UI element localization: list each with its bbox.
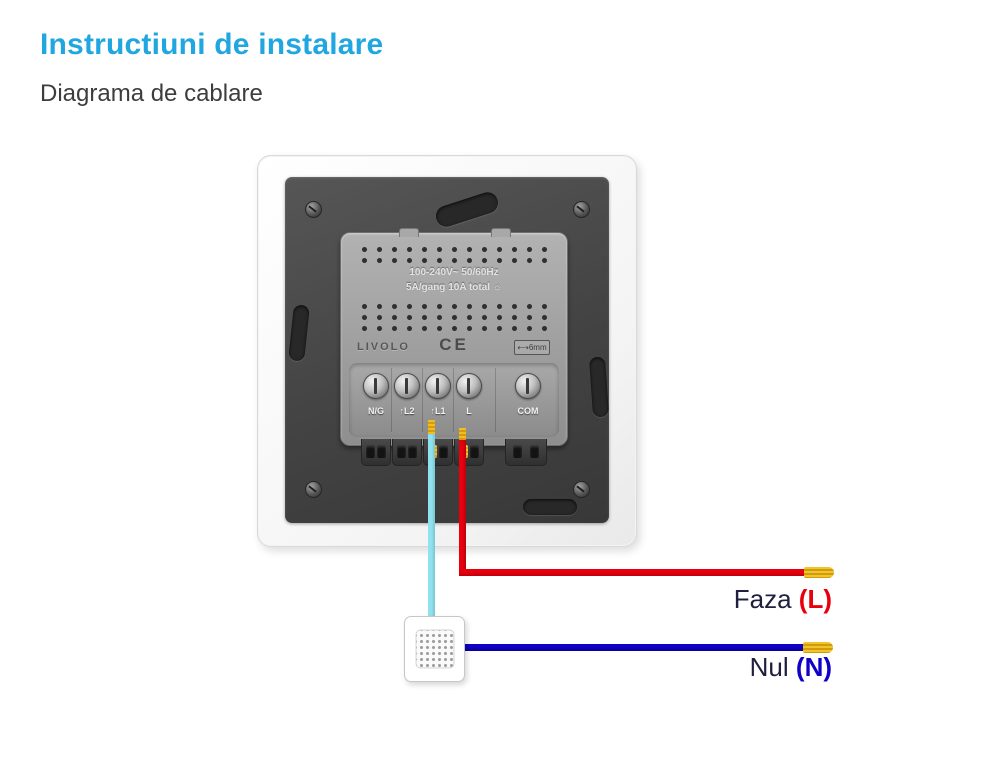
live-wire-vertical [459, 440, 466, 576]
screw-icon [573, 481, 590, 498]
connector-block [361, 439, 391, 466]
switch-module: 100-240V~ 50/60Hz 5A/gang 10A total ☼ LI… [340, 228, 568, 446]
rating-text: 100-240V~ 50/60Hz 5A/gang 10A total ☼ [341, 265, 567, 295]
live-symbol: (L) [798, 584, 832, 614]
terminal-l2: ↑L2 [392, 371, 422, 431]
stripped-end [428, 420, 435, 436]
terminal-screw-icon [456, 373, 482, 399]
terminal-l: L [454, 371, 484, 431]
load-wire [428, 434, 435, 620]
terminal-com: COM [513, 371, 543, 431]
wire-hole [513, 445, 522, 458]
terminal-label: COM [517, 406, 539, 416]
screw-icon [305, 481, 322, 498]
terminal-screw-icon [363, 373, 389, 399]
stripped-end [459, 428, 466, 442]
connector-block [505, 439, 547, 466]
wire-hole [408, 445, 417, 458]
screw-icon [573, 201, 590, 218]
neutral-wire [462, 644, 805, 651]
page-subtitle: Diagrama de cablare [40, 80, 263, 107]
terminal-label: N/G [367, 406, 384, 416]
wire-gauge-box: ⟷6mm [514, 340, 550, 355]
connector-block [392, 439, 422, 466]
terminal-ng: N/G [361, 371, 391, 431]
mounting-slot [433, 189, 501, 230]
wire-hole [530, 445, 539, 458]
ventilation-holes [355, 299, 553, 332]
mounting-plate: 100-240V~ 50/60Hz 5A/gang 10A total ☼ LI… [285, 177, 610, 523]
wire-hole [439, 445, 448, 458]
module-tab [399, 228, 419, 237]
terminal-label: L [466, 406, 472, 416]
mounting-slot [523, 499, 577, 515]
terminal-divider [495, 368, 496, 432]
wire-hole [377, 445, 386, 458]
mounting-slot [588, 356, 610, 418]
brand-logo: LIVOLO [357, 341, 410, 353]
neutral-label: Nul (N) [749, 652, 832, 682]
rating-line-1: 100-240V~ 50/60Hz [409, 267, 499, 278]
switch-back-view: 100-240V~ 50/60Hz 5A/gang 10A total ☼ LI… [257, 155, 637, 547]
lamp-icon: ☼ [492, 282, 503, 293]
ce-mark: CE [439, 335, 469, 354]
stripped-end [804, 567, 834, 578]
brand-row: LIVOLO CE ⟷6mm [341, 334, 567, 360]
neutral-symbol: (N) [795, 652, 832, 682]
wire-hole [470, 445, 479, 458]
terminal-label: ↑L2 [399, 406, 415, 416]
terminal-label: ↑L1 [430, 406, 446, 416]
stripped-end [803, 642, 833, 653]
terminal-screw-icon [515, 373, 541, 399]
terminal-divider [453, 368, 454, 432]
terminal-screw-icon [425, 373, 451, 399]
module-tab [491, 228, 511, 237]
live-label: Faza (L) [733, 584, 832, 614]
live-wire-horizontal [459, 569, 806, 576]
terminal-screw-icon [394, 373, 420, 399]
mounting-slot [288, 304, 310, 362]
screw-icon [305, 201, 322, 218]
wire-hole [366, 445, 375, 458]
terminal-strip: N/G ↑L2 ↑L1 L [349, 363, 559, 437]
lamp-grille [415, 629, 454, 669]
page-title: Instructiuni de instalare [40, 28, 384, 61]
terminal-divider [391, 368, 392, 432]
terminal-divider [422, 368, 423, 432]
wire-hole [397, 445, 406, 458]
lamp [404, 616, 465, 682]
ventilation-holes [355, 242, 553, 264]
terminal-l1: ↑L1 [423, 371, 453, 431]
rating-line-2: 5A/gang 10A total ☼ [405, 282, 503, 293]
